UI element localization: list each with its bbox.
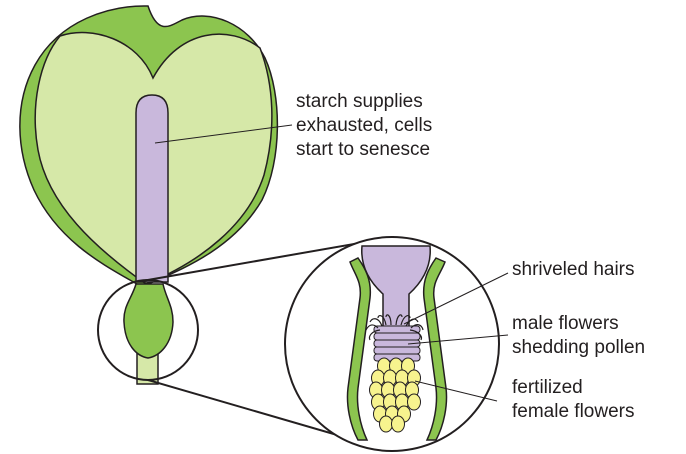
label-hairs-line: shriveled hairs (512, 258, 635, 282)
label-male-line: male flowers (512, 312, 645, 336)
magnified-view (285, 237, 499, 451)
label-male: male flowers shedding pollen (512, 312, 645, 360)
label-starch-line: starch supplies (296, 90, 432, 114)
label-hairs: shriveled hairs (512, 258, 635, 282)
male-flower-ring (374, 333, 420, 340)
female-flower (380, 416, 393, 432)
label-starch-line: start to senesce (296, 138, 432, 162)
label-female: fertilized female flowers (512, 376, 635, 424)
spadix (136, 95, 168, 282)
chamber (124, 284, 173, 358)
label-male-line: shedding pollen (512, 336, 645, 360)
male-flower-ring (374, 326, 420, 333)
label-starch: starch supplies exhausted, cells start t… (296, 90, 432, 162)
label-female-line: female flowers (512, 400, 635, 424)
label-female-line: fertilized (512, 376, 635, 400)
male-flower-ring (374, 347, 420, 354)
female-flower (392, 416, 405, 432)
female-flower (408, 394, 421, 410)
label-starch-line: exhausted, cells (296, 114, 432, 138)
